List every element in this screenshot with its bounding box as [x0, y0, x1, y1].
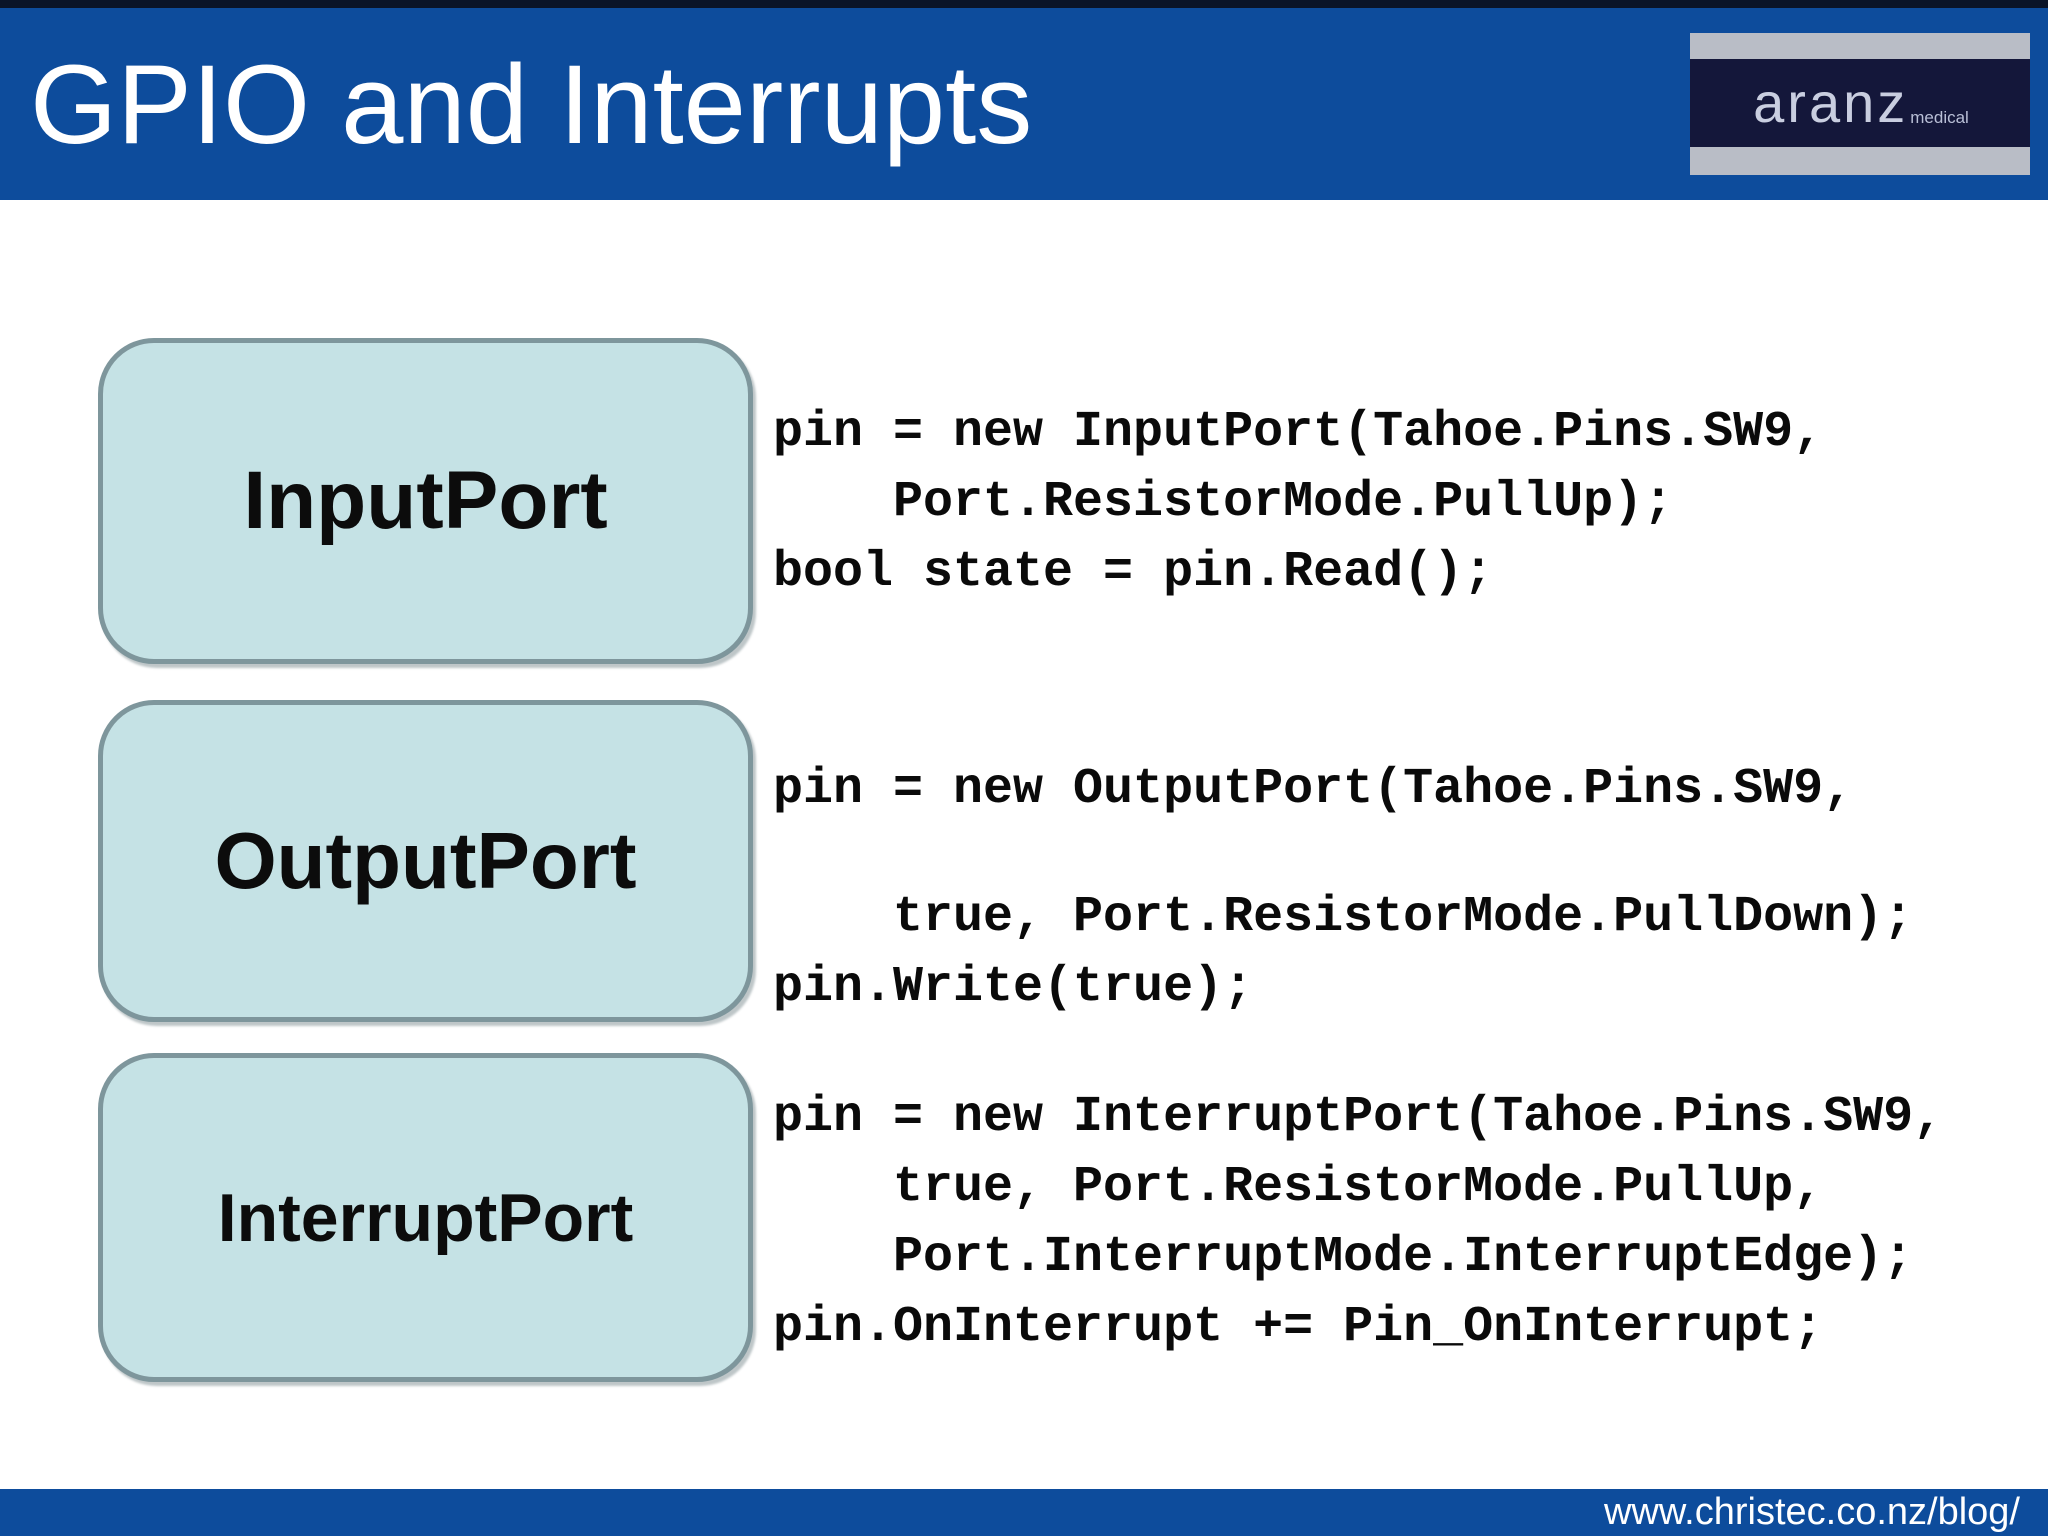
code-line: true, Port.ResistorMode.PullUp, — [773, 1159, 1824, 1216]
logo-brand-text: aranz — [1753, 71, 1909, 134]
inputport-label: InputPort — [243, 455, 608, 546]
top-edge-strip — [0, 0, 2048, 8]
code-line: pin = new InterruptPort(Tahoe.Pins.SW9, — [773, 1089, 1944, 1146]
code-line: pin.Write(true); — [773, 959, 1254, 1016]
footer-bar: www.christec.co.nz/blog/ — [0, 1489, 2048, 1536]
inputport-box: InputPort — [98, 338, 753, 664]
outputport-label: OutputPort — [214, 816, 637, 905]
interruptport-box: InterruptPort — [98, 1053, 753, 1382]
outputport-code-block: pin = new OutputPort(Tahoe.Pins.SW9, tru… — [773, 755, 1913, 1023]
code-line: bool state = pin.Read(); — [773, 544, 1494, 601]
interruptport-label: InterruptPort — [217, 1179, 634, 1256]
code-line: pin.OnInterrupt += Pin_OnInterrupt; — [773, 1299, 1824, 1356]
logo-band-bottom — [1690, 147, 2030, 175]
inputport-code-block: pin = new InputPort(Tahoe.Pins.SW9, Port… — [773, 398, 1823, 608]
title-bar: GPIO and Interrupts aranz medical — [0, 8, 2048, 200]
logo-center-band: aranz medical — [1690, 59, 2030, 147]
interruptport-code-block: pin = new InterruptPort(Tahoe.Pins.SW9, … — [773, 1083, 1943, 1363]
code-line: Port.InterruptMode.InterruptEdge); — [773, 1229, 1914, 1286]
code-line-blank — [773, 825, 1913, 883]
slide-title: GPIO and Interrupts — [30, 41, 1033, 167]
code-line: pin = new InputPort(Tahoe.Pins.SW9, — [773, 404, 1824, 461]
aranz-logo: aranz medical — [1690, 33, 2030, 175]
code-line: Port.ResistorMode.PullUp); — [773, 474, 1674, 531]
code-line: true, Port.ResistorMode.PullDown); — [773, 889, 1914, 946]
logo-band-top — [1690, 33, 2030, 59]
code-line: pin = new OutputPort(Tahoe.Pins.SW9, — [773, 761, 1854, 818]
logo-sub-text: medical — [1910, 107, 1969, 127]
outputport-box: OutputPort — [98, 700, 753, 1022]
footer-url: www.christec.co.nz/blog/ — [1603, 1491, 2020, 1533]
